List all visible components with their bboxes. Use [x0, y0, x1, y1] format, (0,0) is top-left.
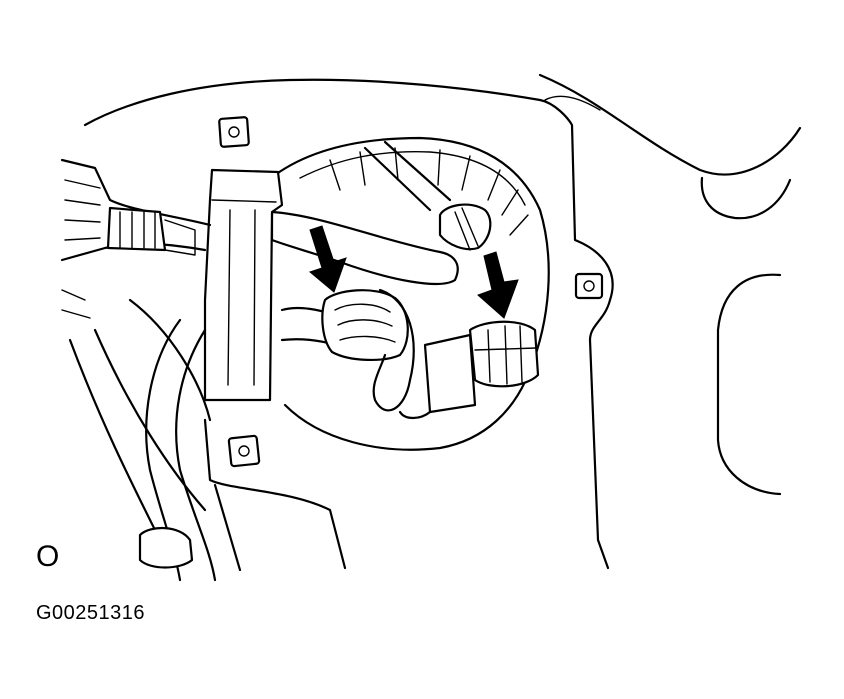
- fuel-hose-clamp: [454, 207, 479, 251]
- access-hole-outline: [273, 136, 550, 451]
- connector-b-harness: [423, 333, 477, 414]
- strap-inner-line: [211, 199, 277, 386]
- bolt-square-right: [574, 272, 604, 300]
- right-cutout-upper: [700, 176, 792, 220]
- harness-connector-left: [106, 206, 167, 252]
- connector-a-detail: [334, 303, 396, 343]
- down-arrow-icon: [308, 225, 347, 293]
- connector-b-lead: [398, 410, 432, 420]
- harness-connector-ribs: [119, 211, 156, 249]
- right-cutout-lower: [716, 273, 782, 496]
- pump-ribs: [329, 147, 529, 236]
- panel-top-curve: [538, 73, 802, 176]
- connector-b-detail: [474, 325, 537, 385]
- down-arrow-icon: [477, 251, 519, 319]
- lower-panel-edge: [203, 418, 347, 572]
- left-panel-lines: [68, 298, 212, 542]
- panel-top-lip: [544, 95, 601, 111]
- main-hose: [270, 210, 459, 286]
- connector-a-body: [321, 289, 409, 362]
- view-letter: O: [36, 540, 60, 573]
- figure-code: G00251316: [36, 602, 146, 624]
- vertical-strap-bracket: [203, 168, 284, 402]
- harness-clip: [164, 219, 196, 256]
- connector-a-lead: [372, 288, 415, 412]
- access-hole-inner-ring: [299, 151, 526, 206]
- bolt-square-top: [218, 116, 250, 148]
- fuel-hose-fitting: [438, 203, 492, 251]
- floor-panel-outline: [83, 78, 614, 570]
- bolt-square-bottom: [227, 434, 261, 468]
- harness-lines-left: [61, 179, 101, 319]
- lower-grommet: [138, 527, 194, 569]
- connector-b-body: [468, 320, 540, 388]
- fuel-hose-top: [363, 140, 452, 212]
